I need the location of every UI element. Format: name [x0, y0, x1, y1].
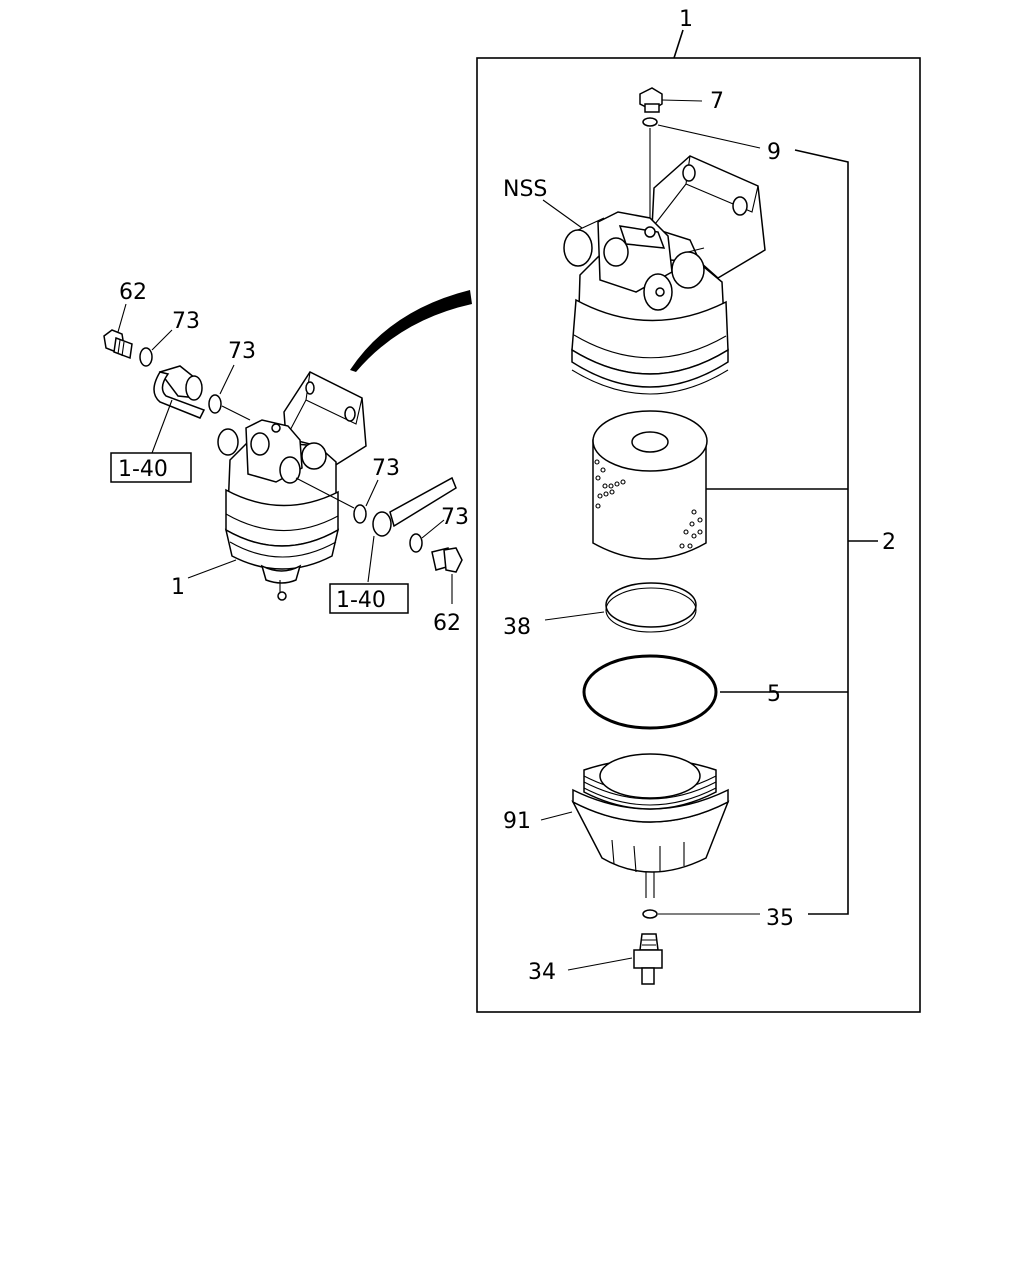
detail-frame	[476, 57, 921, 1013]
callout-bowl-91: 91	[503, 809, 531, 834]
callout-plug-7: 7	[710, 89, 724, 114]
oring-5	[582, 654, 718, 730]
kit-bracket	[706, 149, 878, 915]
callout-nss: NSS	[503, 177, 547, 202]
callout-oring-35: 35	[766, 906, 794, 931]
callout-ring-38: 38	[503, 615, 531, 640]
banjo-pipe-left	[153, 365, 206, 419]
plug-7	[639, 87, 703, 113]
callout-assembly-top: 1	[679, 7, 693, 32]
washer-73-left-a	[139, 329, 173, 367]
filter-head	[563, 155, 766, 395]
ring-38	[544, 582, 697, 633]
cartridge-perforations	[594, 459, 703, 549]
drain-34	[567, 933, 663, 985]
oring-9	[642, 117, 761, 228]
banjo-pipe-right	[367, 476, 457, 583]
callout-kit-2: 2	[882, 530, 896, 555]
washer-73-right-b	[409, 519, 445, 553]
filter-assembly-small	[217, 371, 367, 601]
bolt-62-right	[431, 547, 463, 604]
filter-cartridge	[592, 410, 708, 560]
assembly-left-leader	[187, 559, 237, 579]
ref-box-left	[110, 399, 192, 483]
detail-pointer	[350, 290, 472, 372]
ref-box-right	[329, 583, 409, 614]
washer-73-right-a	[295, 477, 379, 524]
oring-35	[642, 909, 760, 919]
callout-washer-73-right-b: 73	[441, 505, 469, 530]
ref-label-right: 1-40	[336, 588, 386, 613]
bolt-62-left	[103, 303, 133, 360]
callout-oring-9: 9	[767, 140, 781, 165]
callout-washer-73-right-a: 73	[372, 456, 400, 481]
callout-bolt-62-right: 62	[433, 611, 461, 636]
washer-73-left-b	[208, 364, 251, 421]
bowl-91	[540, 753, 730, 898]
callout-drain-34: 34	[528, 960, 556, 985]
nss-leader	[542, 199, 583, 229]
callout-oring-5: 5	[767, 682, 781, 707]
callout-bolt-62-left: 62	[119, 280, 147, 305]
callout-washer-73-left-a: 73	[172, 309, 200, 334]
callout-washer-73-left-b: 73	[228, 339, 256, 364]
ref-label-left: 1-40	[118, 457, 168, 482]
callout-assembly-left: 1	[171, 575, 185, 600]
assembly-top-leader	[673, 29, 684, 59]
